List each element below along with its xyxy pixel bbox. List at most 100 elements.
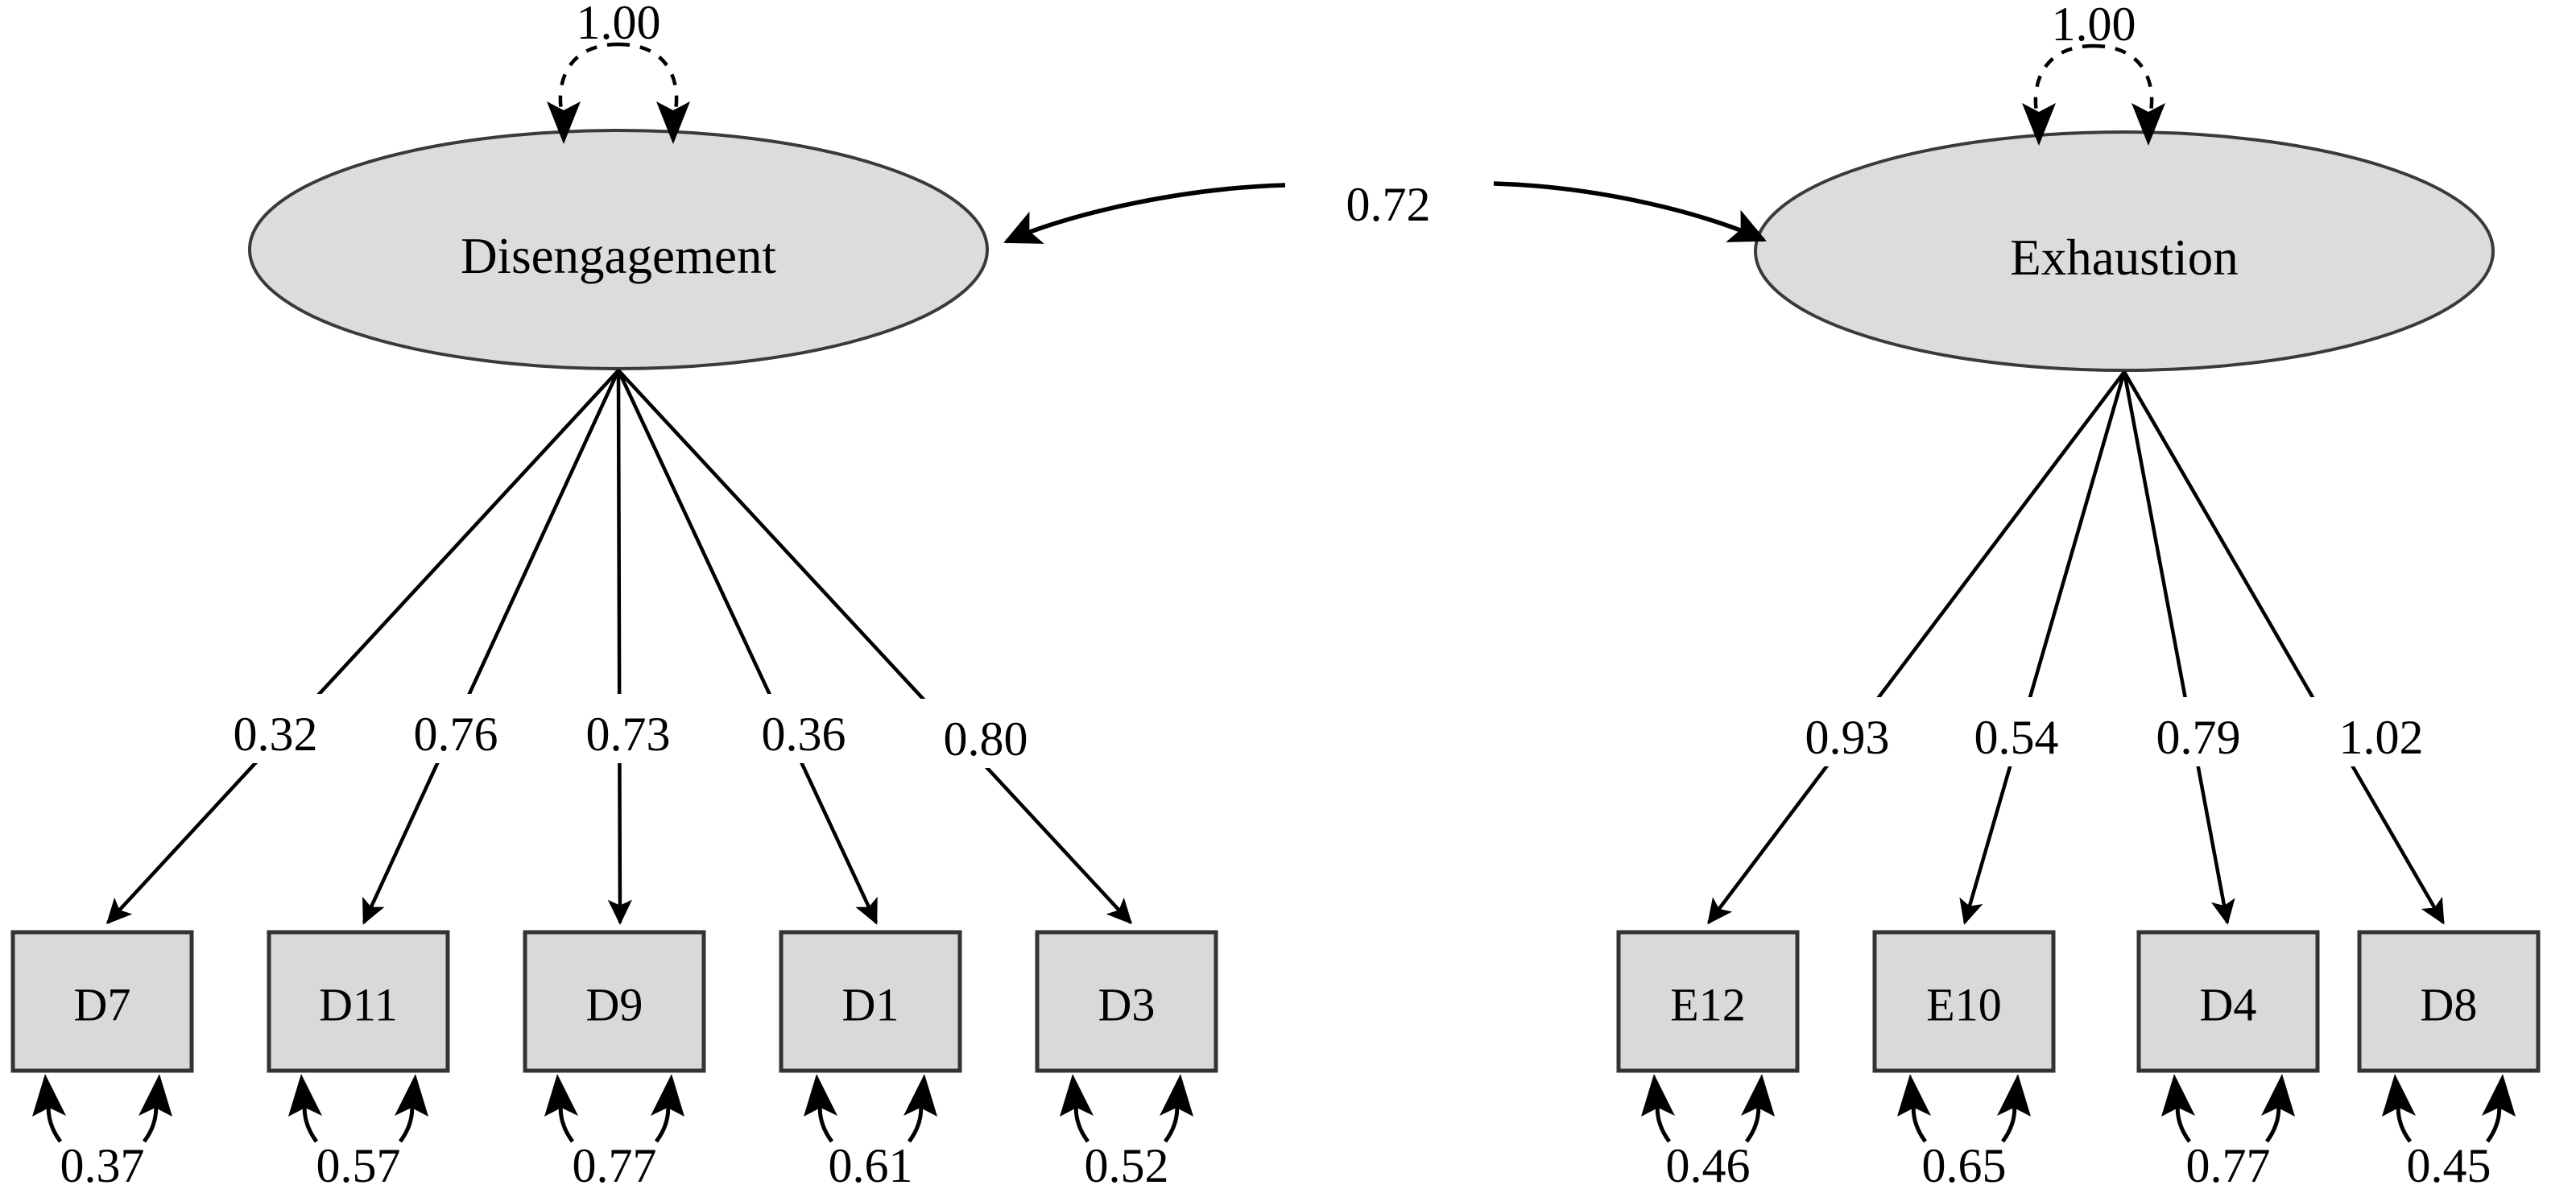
residual-label-d8: 0.45 bbox=[2407, 1139, 2491, 1185]
residual-arrowhead-right-d9 bbox=[651, 1074, 684, 1117]
label-mask-d9 bbox=[556, 694, 701, 763]
loading-label-e10: 0.54 bbox=[1974, 711, 2059, 764]
factor-covariance-label: 0.72 bbox=[1346, 178, 1431, 231]
label-mask-e12 bbox=[1775, 697, 1920, 766]
label-mask-d8 bbox=[2305, 697, 2458, 766]
residual-arrowhead-right-d11 bbox=[395, 1074, 428, 1117]
d11-label: D11 bbox=[319, 979, 398, 1031]
loading-path-d11 bbox=[362, 370, 621, 925]
variance-loop-right-arrowhead bbox=[656, 101, 690, 144]
label-mask-d3 bbox=[913, 699, 1058, 768]
loading-path-d1 bbox=[616, 370, 879, 925]
residual-arrowhead-left-d11 bbox=[288, 1074, 322, 1117]
residual-loop-d7: 0.37 bbox=[32, 1074, 172, 1185]
residual-arrowhead-left-d4 bbox=[2161, 1074, 2195, 1117]
d9-box[interactable] bbox=[523, 930, 706, 1073]
residual-label-d11: 0.57 bbox=[316, 1139, 401, 1185]
d1-box[interactable] bbox=[779, 930, 962, 1073]
residual-label-d3: 0.52 bbox=[1085, 1139, 1169, 1185]
loading-label-d4: 0.79 bbox=[2156, 711, 2241, 764]
loading-label-d11: 0.76 bbox=[414, 708, 498, 761]
indicator-node-d4[interactable]: D4 bbox=[2136, 930, 2320, 1073]
residual-loop-d4: 0.77 bbox=[2161, 1074, 2295, 1185]
residual-loop-d3: 0.52 bbox=[1060, 1074, 1193, 1185]
d3-label: D3 bbox=[1098, 979, 1156, 1031]
residual-arrowhead-right-e10 bbox=[1997, 1074, 2031, 1117]
residual-arrowhead-left-d7 bbox=[32, 1074, 66, 1117]
residual-label-d4: 0.77 bbox=[2186, 1139, 2271, 1185]
disengagement-ellipse[interactable] bbox=[248, 129, 989, 370]
exhaustion-label: Exhaustion bbox=[2010, 229, 2238, 286]
e10-box[interactable] bbox=[1872, 930, 2056, 1073]
residual-arrowhead-right-d3 bbox=[1160, 1074, 1193, 1117]
residual-loop-d11: 0.57 bbox=[288, 1074, 428, 1185]
residual-arrowhead-left-d9 bbox=[544, 1074, 578, 1117]
d3-box[interactable] bbox=[1035, 930, 1218, 1073]
residual-loop-d9: 0.77 bbox=[544, 1074, 684, 1185]
indicator-node-d7[interactable]: D7 bbox=[10, 930, 194, 1073]
d7-box[interactable] bbox=[10, 930, 194, 1073]
residual-loop-e10: 0.65 bbox=[1897, 1074, 2031, 1185]
residual-arrowhead-left-e10 bbox=[1897, 1074, 1931, 1117]
residual-loop-d8: 0.45 bbox=[2382, 1074, 2516, 1185]
d11-box[interactable] bbox=[267, 930, 450, 1073]
residual-label-d9: 0.77 bbox=[573, 1139, 657, 1185]
factor-covariance-edge[interactable]: 0.72 bbox=[1003, 178, 1767, 244]
residual-label-d1: 0.61 bbox=[829, 1139, 913, 1185]
d4-box[interactable] bbox=[2136, 930, 2320, 1073]
d9-label: D9 bbox=[586, 979, 643, 1031]
variance-loop-left-arrowhead bbox=[2022, 103, 2056, 146]
loading-label-d8: 1.02 bbox=[2339, 711, 2424, 764]
d1-label: D1 bbox=[842, 979, 899, 1031]
latent-node-disengagement[interactable]: Disengagement bbox=[248, 129, 989, 370]
loading-path-d9 bbox=[607, 370, 633, 925]
loading-paths-exhaustion bbox=[1707, 370, 2445, 925]
loading-labels-disengagement: 0.32 0.76 0.73 0.36 0.80 bbox=[203, 694, 1058, 768]
indicator-node-d11[interactable]: D11 bbox=[267, 930, 450, 1073]
loading-paths-disengagement bbox=[105, 369, 1133, 925]
exhaustion-ellipse[interactable] bbox=[1754, 130, 2495, 372]
covariance-arrow-to-disengagement bbox=[1003, 183, 1286, 244]
loading-label-e12: 0.93 bbox=[1805, 711, 1890, 764]
loading-path-e10 bbox=[1959, 371, 2127, 925]
residual-label-d7: 0.37 bbox=[60, 1139, 145, 1185]
residual-arrowhead-right-d7 bbox=[139, 1074, 172, 1117]
residual-loop-d1: 0.61 bbox=[804, 1074, 937, 1185]
e12-box[interactable] bbox=[1616, 930, 1800, 1073]
disengagement-label: Disengagement bbox=[461, 228, 776, 284]
loading-label-d7: 0.32 bbox=[234, 708, 318, 761]
e10-label: E10 bbox=[1926, 979, 2001, 1031]
label-mask-d7 bbox=[203, 694, 348, 763]
residual-label-e10: 0.65 bbox=[1922, 1139, 2007, 1185]
variance-loop-left-arrowhead bbox=[547, 101, 581, 144]
loading-path-d3 bbox=[617, 369, 1133, 925]
loading-label-d1: 0.36 bbox=[762, 708, 846, 761]
residual-arrowhead-left-e12 bbox=[1641, 1074, 1675, 1117]
latent-node-exhaustion[interactable]: Exhaustion bbox=[1754, 130, 2495, 372]
residual-arrowhead-right-d4 bbox=[2261, 1074, 2295, 1117]
indicator-node-e12[interactable]: E12 bbox=[1616, 930, 1800, 1073]
residual-loop-e12: 0.46 bbox=[1641, 1074, 1775, 1185]
loading-label-d9: 0.73 bbox=[586, 708, 671, 761]
indicator-node-d1[interactable]: D1 bbox=[779, 930, 962, 1073]
disengagement-variance-loop: 1.00 bbox=[547, 0, 690, 144]
disengagement-variance-label: 1.00 bbox=[577, 0, 661, 49]
d4-label: D4 bbox=[2200, 979, 2257, 1031]
loading-path-d7 bbox=[105, 369, 620, 925]
loading-path-d4 bbox=[2122, 371, 2235, 925]
indicator-node-d3[interactable]: D3 bbox=[1035, 930, 1218, 1073]
indicator-node-d9[interactable]: D9 bbox=[523, 930, 706, 1073]
loading-labels-exhaustion: 0.93 0.54 0.79 1.02 bbox=[1775, 697, 2458, 766]
residual-label-e12: 0.46 bbox=[1666, 1139, 1751, 1185]
d8-label: D8 bbox=[2421, 979, 2478, 1031]
residual-arrowhead-right-d8 bbox=[2482, 1074, 2516, 1117]
residual-arrowhead-right-e12 bbox=[1741, 1074, 1775, 1117]
exhaustion-variance-loop: 1.00 bbox=[2022, 0, 2165, 146]
residual-arrowhead-left-d3 bbox=[1060, 1074, 1094, 1117]
indicator-node-e10[interactable]: E10 bbox=[1872, 930, 2056, 1073]
label-mask-d1 bbox=[731, 694, 876, 763]
loading-path-d8 bbox=[2123, 370, 2445, 925]
d8-box[interactable] bbox=[2357, 930, 2541, 1073]
indicator-node-d8[interactable]: D8 bbox=[2357, 930, 2541, 1073]
